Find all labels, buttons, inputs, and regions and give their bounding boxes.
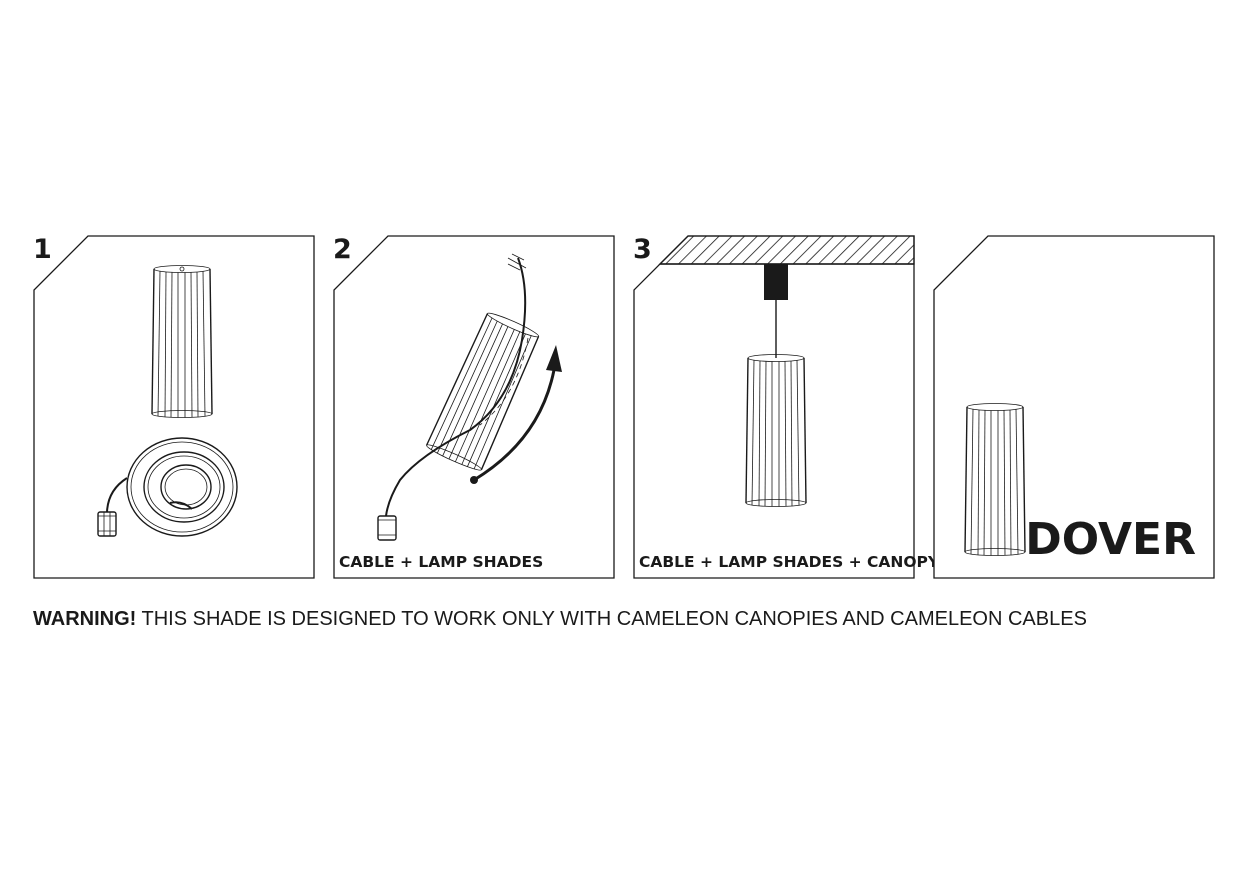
product-frame	[933, 235, 1215, 579]
step-1-panel: 1	[33, 234, 315, 579]
product-name: DOVER	[1025, 514, 1196, 565]
ceiling	[658, 235, 915, 265]
step-3-panel: 3 CABLE + LAMP SHADES + CANOPY	[633, 234, 940, 579]
warning-text: THIS SHADE IS DESIGNED TO WORK ONLY WITH…	[136, 608, 1087, 630]
step-2-number: 2	[333, 234, 352, 265]
step-2-caption: CABLE + LAMP SHADES	[339, 553, 543, 571]
coiled-cable	[106, 437, 238, 537]
warning-label: WARNING!	[33, 608, 137, 630]
step-2-frame	[333, 235, 615, 579]
lamp-shade	[151, 264, 213, 419]
arrow-up-icon	[470, 345, 562, 484]
step-3-number: 3	[633, 234, 652, 265]
step-1-frame	[33, 235, 315, 579]
warning-note: WARNING! THIS SHADE IS DESIGNED TO WORK …	[33, 606, 1213, 632]
lamp-socket	[97, 511, 117, 537]
step-1-number: 1	[33, 234, 52, 265]
lamp-socket	[377, 515, 397, 541]
cable-through-shade	[385, 253, 529, 517]
canopy	[764, 264, 788, 300]
step-2-panel: 2 CABLE + LAMP SHADES	[333, 234, 615, 579]
step-3-caption: CABLE + LAMP SHADES + CANOPY	[639, 553, 940, 571]
product-panel: DOVER	[933, 235, 1215, 579]
